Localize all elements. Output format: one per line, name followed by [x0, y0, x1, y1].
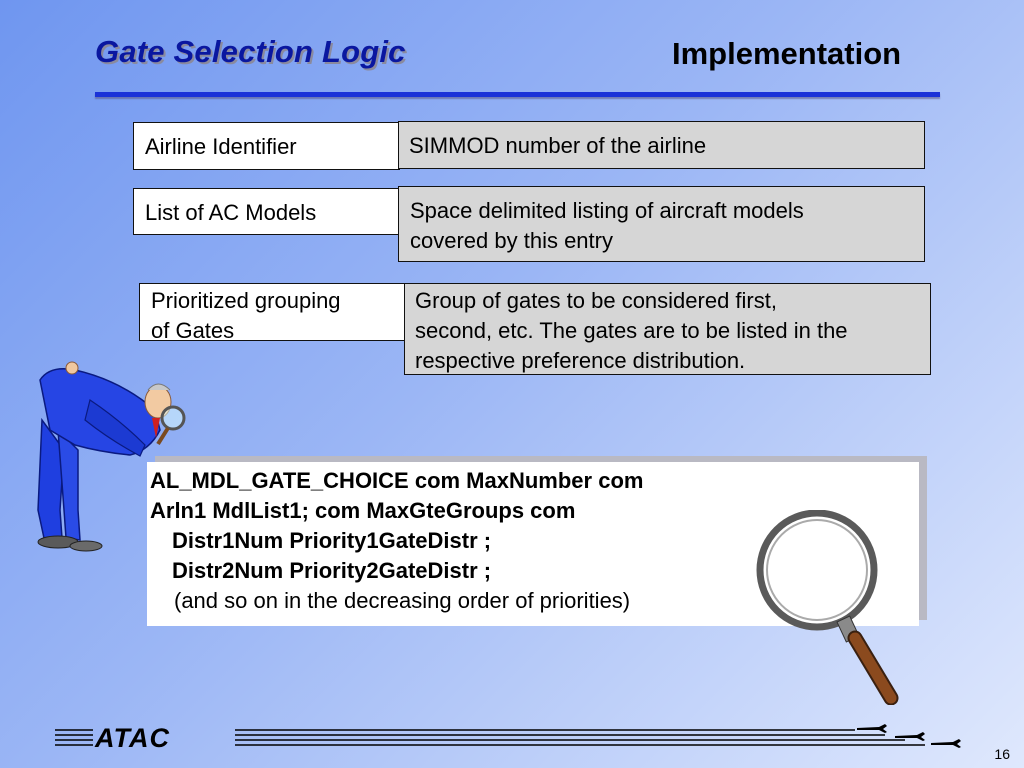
code-note: (and so on in the decreasing order of pr… [174, 588, 631, 613]
code-line: Arln1 MdlList1; com MaxGteGroups com [150, 498, 576, 523]
slide-title: Gate Selection Logic [95, 34, 406, 69]
field-desc-gate-groups: Group of gates to be considered first, s… [404, 283, 931, 375]
footer-lines [55, 729, 925, 746]
page-number: 16 [994, 746, 1010, 762]
syntax-code-block: AL_MDL_GATE_CHOICE com MaxNumber com Arl… [147, 462, 919, 626]
code-line: Distr2Num Priority2GateDistr ; [172, 558, 492, 583]
title-rule [95, 92, 940, 97]
airplanes-icon [857, 724, 961, 748]
code-line: Distr1Num Priority1GateDistr ; [172, 528, 492, 553]
slide-subtitle: Implementation [672, 36, 902, 71]
inspector-figure-illustration [37, 361, 186, 552]
atac-logo: ATAC [95, 723, 170, 753]
field-label-ac-models: List of AC Models [133, 188, 400, 235]
field-desc-airline-identifier: SIMMOD number of the airline [398, 121, 925, 169]
code-line: AL_MDL_GATE_CHOICE com MaxNumber com [150, 468, 644, 493]
field-label-gate-groups: Prioritized grouping of Gates [139, 283, 407, 343]
magnifying-glass-icon [756, 510, 899, 705]
field-desc-ac-models: Space delimited listing of aircraft mode… [398, 186, 925, 262]
field-label-airline-identifier: Airline Identifier [133, 122, 400, 170]
